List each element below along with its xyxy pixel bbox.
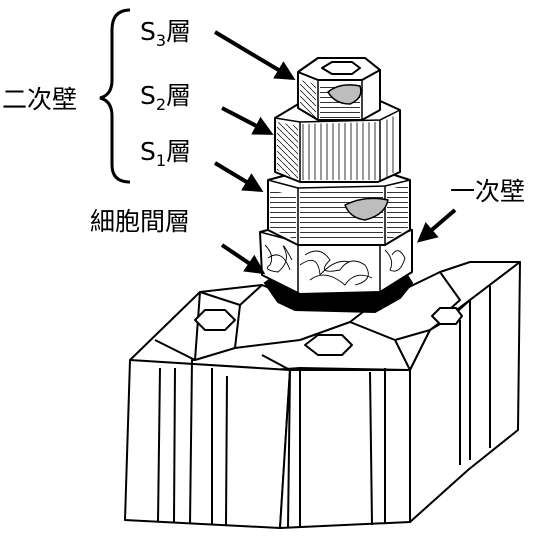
arrow-middle-lamella <box>220 243 266 275</box>
label-s3-layer: S3層 <box>140 17 191 50</box>
label-secondary-wall: 二次壁 <box>2 85 77 114</box>
cell-lumen-left <box>194 309 236 331</box>
s1-layer <box>267 171 411 246</box>
label-middle-lamella: 細胞間層 <box>90 207 190 236</box>
arrow-s2 <box>221 106 274 135</box>
s2-layer <box>274 99 401 183</box>
s3-cutaway <box>327 84 362 105</box>
arrows <box>213 30 457 275</box>
cell-lumen-top <box>321 61 361 75</box>
s3-layer <box>297 57 381 121</box>
secondary-wall-brace <box>99 8 131 184</box>
s1-cutaway <box>344 197 389 221</box>
arrow-s1 <box>213 161 264 193</box>
arrow-s3 <box>213 30 296 81</box>
cell-block-front-left <box>124 359 291 529</box>
cell-lumen-right <box>431 307 463 325</box>
label-s1-layer: S1層 <box>140 137 191 170</box>
cell-block <box>124 261 521 529</box>
cell-lumen-center <box>304 334 353 356</box>
arrow-primary-wall <box>416 208 457 243</box>
label-s2-layer: S2層 <box>140 81 191 114</box>
label-primary-wall: 一次壁 <box>450 177 525 206</box>
